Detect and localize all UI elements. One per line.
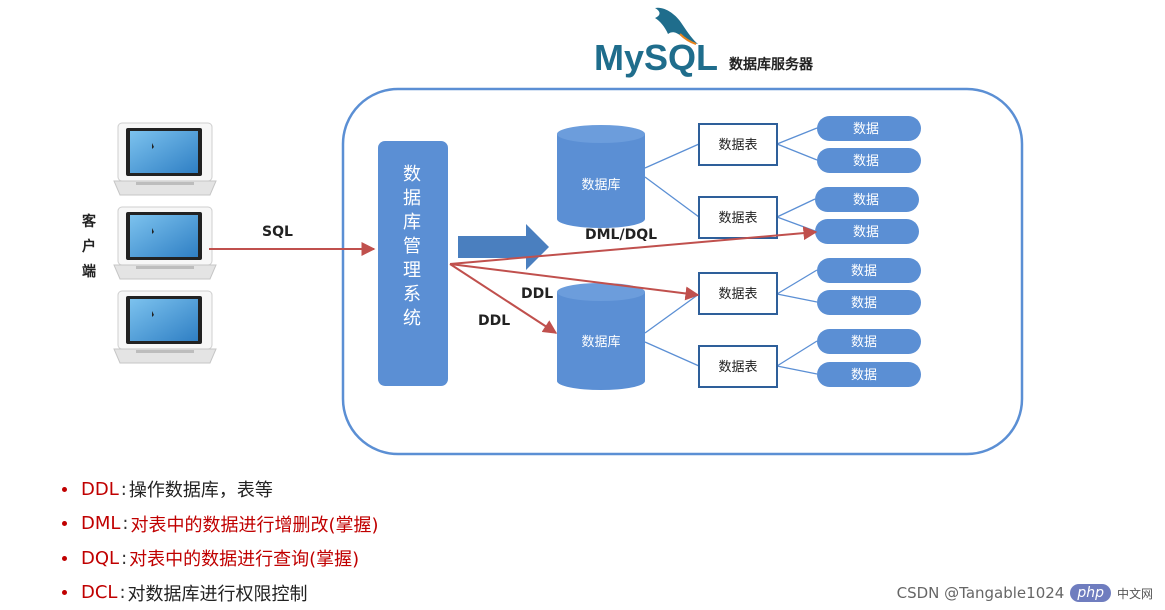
bullet-term: DQL: [81, 548, 119, 569]
ddl-label-2: DDL: [478, 313, 510, 329]
table-4-label: 数据表: [718, 360, 757, 375]
data-pill-2-label: 数据: [853, 154, 879, 169]
server-label: 数据库服务器: [729, 56, 814, 73]
bullet-term: DDL: [81, 479, 119, 500]
bullet-dot: [62, 556, 67, 561]
php-badge: php: [1070, 584, 1111, 602]
dbms-label-char-2: 据: [403, 188, 421, 209]
dbms-label-char-1: 数: [403, 164, 421, 185]
bullet-description: 对表中的数据进行查询(掌握): [129, 545, 359, 571]
bullet-separator: :: [121, 548, 127, 569]
dml-dql-label: DML/DQL: [585, 227, 657, 243]
data-pill-5-label: 数据: [851, 264, 877, 279]
bullet-separator: :: [121, 479, 127, 500]
bullet-description: 对数据库进行权限控制: [128, 580, 308, 606]
data-pill-6-label: 数据: [851, 296, 877, 311]
dbms-label-char-4: 管: [403, 236, 421, 257]
bullet-separator: :: [122, 513, 128, 534]
data-pill-8-label: 数据: [851, 368, 877, 383]
laptop-3: [114, 291, 216, 363]
database-2: 数据库: [557, 283, 645, 390]
data-pill-1-label: 数据: [853, 122, 879, 137]
bullet-separator: :: [119, 582, 125, 603]
bullet-dot: [62, 590, 67, 595]
client-label-char-2: 户: [82, 238, 96, 255]
table-1-label: 数据表: [718, 138, 757, 153]
sql-category-list: DDL : 操作数据库，表等 DML : 对表中的数据进行增删改(掌握) DQL…: [62, 472, 379, 610]
bullet-dot: [62, 521, 67, 526]
mysql-logo: MySQL: [594, 8, 718, 78]
sql-label: SQL: [262, 224, 293, 240]
data-pill-7-label: 数据: [851, 335, 877, 350]
client-label-char-1: 客: [81, 213, 97, 230]
bullet-description: 对表中的数据进行增删改(掌握): [131, 511, 379, 537]
table-3-label: 数据表: [718, 287, 757, 302]
bullet-dml: DML : 对表中的数据进行增删改(掌握): [62, 507, 379, 542]
table-2: 数据表: [699, 197, 777, 238]
bullet-dcl: DCL : 对数据库进行权限控制: [62, 576, 379, 610]
watermark: CSDN @Tangable1024 php 中文网: [897, 584, 1153, 602]
ddl-label-1: DDL: [521, 286, 553, 302]
dbms-label-char-5: 理: [403, 260, 421, 281]
table-1: 数据表: [699, 124, 777, 165]
bullet-description: 操作数据库，表等: [129, 476, 273, 502]
client-label-char-3: 端: [82, 263, 96, 280]
dbms-label-char-3: 库: [403, 212, 421, 233]
table-3: 数据表: [699, 273, 777, 314]
bullet-dot: [62, 487, 67, 492]
database-1: 数据库: [557, 125, 645, 228]
data-pill-3-label: 数据: [853, 193, 879, 208]
laptop-2: [114, 207, 216, 279]
mysql-logo-text: MySQL: [594, 37, 718, 78]
dbms-label-char-6: 系: [403, 284, 421, 305]
database-2-label: 数据库: [581, 334, 620, 350]
database-1-label: 数据库: [581, 177, 620, 193]
bullet-term: DCL: [81, 582, 117, 603]
data-pill-4-label: 数据: [853, 225, 879, 240]
php-cn-label: 中文网: [1117, 585, 1153, 602]
dbms-label-char-7: 统: [403, 308, 421, 329]
laptop-1: [114, 123, 216, 195]
table-2-label: 数据表: [718, 211, 757, 226]
bullet-ddl: DDL : 操作数据库，表等: [62, 472, 379, 507]
bullet-dql: DQL : 对表中的数据进行查询(掌握): [62, 541, 379, 576]
csdn-credit: CSDN @Tangable1024: [897, 584, 1065, 602]
bullet-term: DML: [81, 513, 120, 534]
table-4: 数据表: [699, 346, 777, 387]
